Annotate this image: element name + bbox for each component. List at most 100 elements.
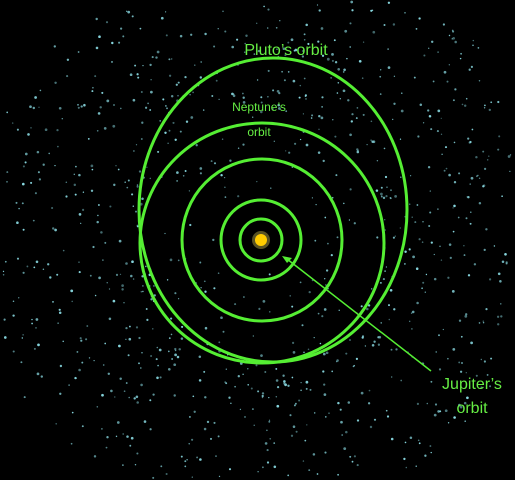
asteroid-dot bbox=[143, 420, 147, 423]
asteroid-dot bbox=[88, 357, 91, 359]
asteroid-dot bbox=[184, 460, 187, 463]
asteroid-dot bbox=[367, 402, 371, 405]
asteroid-dot bbox=[469, 183, 471, 185]
asteroid-dot bbox=[321, 106, 323, 108]
asteroid-dot bbox=[326, 57, 330, 61]
asteroid-dot bbox=[27, 133, 30, 136]
asteroid-dot bbox=[257, 471, 259, 473]
asteroid-dot bbox=[16, 257, 20, 260]
asteroid-dot bbox=[80, 222, 82, 224]
asteroid-dot bbox=[20, 361, 23, 364]
asteroid-dot bbox=[292, 79, 296, 83]
asteroid-dot bbox=[362, 41, 365, 43]
asteroid-dot bbox=[57, 145, 59, 148]
asteroid-dot bbox=[96, 129, 99, 132]
asteroid-dot bbox=[234, 385, 236, 388]
asteroid-dot bbox=[294, 402, 297, 405]
asteroid-dot bbox=[168, 74, 172, 77]
pluto-orbit-label: Pluto’s orbit bbox=[244, 42, 328, 59]
asteroid-dot bbox=[353, 364, 356, 367]
asteroid-dot bbox=[217, 435, 220, 438]
asteroid-dot bbox=[202, 109, 205, 111]
asteroid-dot bbox=[499, 280, 502, 283]
asteroid-dot bbox=[192, 91, 194, 94]
asteroid-dot bbox=[184, 170, 187, 172]
asteroid-dot bbox=[336, 236, 339, 239]
asteroid-dot bbox=[351, 460, 354, 463]
asteroid-dot bbox=[173, 394, 176, 397]
asteroid-dot bbox=[176, 355, 180, 359]
asteroid-dot bbox=[132, 98, 136, 102]
asteroid-dot bbox=[144, 106, 148, 109]
asteroid-dot bbox=[135, 326, 139, 329]
asteroid-dot bbox=[303, 77, 306, 80]
asteroid-dot bbox=[131, 15, 134, 18]
asteroid-dot bbox=[482, 321, 485, 324]
asteroid-dot bbox=[276, 385, 280, 389]
asteroid-dot bbox=[217, 28, 219, 30]
asteroid-dot bbox=[380, 69, 382, 71]
asteroid-dot bbox=[385, 195, 388, 198]
asteroid-dot bbox=[361, 335, 365, 338]
asteroid-dot bbox=[195, 144, 198, 147]
asteroid-dot bbox=[74, 193, 77, 196]
asteroid-dot bbox=[439, 245, 441, 248]
asteroid-dot bbox=[377, 343, 381, 346]
asteroid-dot bbox=[142, 285, 144, 287]
asteroid-dot bbox=[367, 304, 371, 307]
asteroid-dot bbox=[344, 29, 348, 33]
asteroid-dot bbox=[261, 106, 264, 108]
asteroid-dot bbox=[335, 174, 338, 177]
asteroid-dot bbox=[95, 46, 99, 50]
asteroid-dot bbox=[102, 364, 105, 366]
asteroid-dot bbox=[152, 328, 154, 330]
asteroid-dot bbox=[99, 106, 102, 109]
asteroid-dot bbox=[263, 5, 265, 8]
asteroid-dot bbox=[314, 239, 317, 242]
asteroid-dot bbox=[291, 166, 293, 168]
asteroid-dot bbox=[434, 403, 438, 406]
asteroid-dot bbox=[242, 373, 244, 375]
asteroid-dot bbox=[35, 260, 39, 264]
asteroid-dot bbox=[507, 155, 511, 158]
asteroid-dot bbox=[305, 143, 309, 147]
saturn-orbit bbox=[219, 198, 303, 282]
asteroid-dot bbox=[82, 208, 85, 211]
asteroid-dot bbox=[264, 442, 268, 445]
asteroid-dot bbox=[430, 241, 433, 244]
asteroid-dot bbox=[463, 104, 467, 107]
asteroid-dot bbox=[119, 107, 122, 110]
asteroid-dot bbox=[414, 221, 417, 224]
asteroid-dot bbox=[404, 441, 407, 444]
asteroid-dot bbox=[294, 48, 298, 52]
asteroid-dot bbox=[70, 442, 73, 445]
asteroid-dot bbox=[153, 294, 156, 297]
asteroid-dot bbox=[343, 68, 346, 72]
asteroid-dot bbox=[3, 336, 7, 339]
asteroid-dot bbox=[266, 27, 269, 29]
asteroid-dot bbox=[497, 100, 500, 104]
asteroid-dot bbox=[453, 416, 456, 419]
asteroid-dot bbox=[412, 255, 415, 259]
asteroid-dot bbox=[267, 8, 270, 11]
uranus-orbit bbox=[180, 157, 344, 323]
asteroid-dot bbox=[222, 330, 225, 333]
asteroid-dot bbox=[351, 113, 354, 116]
asteroid-dot bbox=[12, 350, 15, 353]
asteroid-dot bbox=[504, 252, 507, 256]
asteroid-dot bbox=[164, 232, 166, 235]
asteroid-dot bbox=[439, 410, 442, 413]
asteroid-dot bbox=[92, 86, 94, 89]
asteroid-dot bbox=[443, 169, 446, 172]
asteroid-dot bbox=[146, 318, 149, 322]
asteroid-dot bbox=[400, 109, 404, 113]
asteroid-dot bbox=[324, 416, 327, 418]
asteroid-dot bbox=[428, 115, 432, 118]
asteroid-dot bbox=[324, 216, 327, 219]
asteroid-dot bbox=[478, 80, 481, 82]
asteroid-dot bbox=[447, 276, 450, 279]
asteroid-dot bbox=[429, 211, 432, 214]
asteroid-dot bbox=[447, 422, 450, 424]
asteroid-dot bbox=[278, 107, 281, 110]
